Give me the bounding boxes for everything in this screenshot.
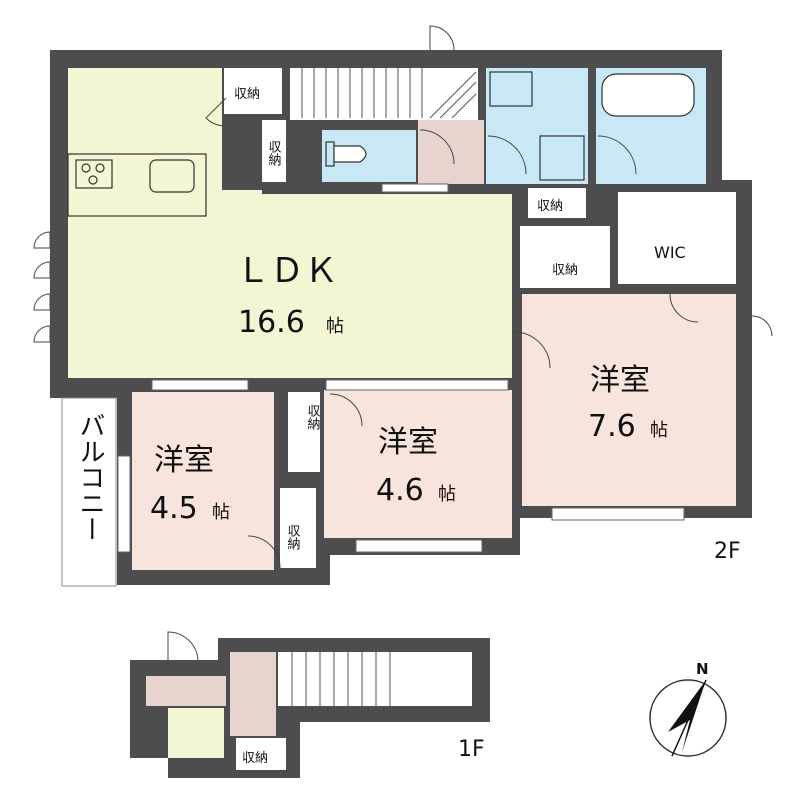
western-large-unit: 帖 xyxy=(650,420,668,441)
storage-ldk-side xyxy=(262,120,286,182)
room-western-large xyxy=(522,294,736,506)
western-small-name: 洋室 xyxy=(154,443,214,478)
ldk-unit: 帖 xyxy=(326,316,344,337)
washroom xyxy=(486,68,588,184)
compass-needle-icon xyxy=(668,680,706,752)
compass-north-label: N xyxy=(696,660,709,678)
entry-door-1f xyxy=(167,631,199,661)
floor-2f-label: 2F xyxy=(714,539,741,564)
storage-label-west-mid: 収納 xyxy=(305,404,321,431)
walk-in-closet xyxy=(618,192,736,284)
room-ldk xyxy=(68,68,512,378)
storage-label-ldk-side: 収納 xyxy=(266,140,282,167)
western-small-size: 4.5 xyxy=(150,491,198,526)
storage-west-small xyxy=(280,488,316,568)
room-western-mid xyxy=(324,390,512,538)
window-strips-2f xyxy=(117,183,685,553)
door-swings-2f xyxy=(205,97,773,569)
compass-axis xyxy=(671,679,707,757)
wash-basin xyxy=(539,135,585,181)
stove-icon xyxy=(75,159,113,189)
stair-treads-1f xyxy=(291,652,391,706)
storage-label-ldk-top: 収納 xyxy=(234,87,260,102)
floor-1f: 収納 1F xyxy=(130,631,490,778)
compass: N xyxy=(649,660,727,757)
bathtub xyxy=(601,73,695,117)
floor-2f: ＬＤＫ 16.6 帖 洋室 7.6 帖 洋室 4.6 帖 洋室 4.5 帖 バル… xyxy=(33,25,773,587)
entrance-step xyxy=(168,708,224,758)
sink-icon xyxy=(149,159,195,193)
storage-1f xyxy=(236,738,286,770)
balcony xyxy=(61,397,117,587)
hall-1f xyxy=(230,652,276,736)
western-mid-size: 4.6 xyxy=(376,473,424,508)
storage-wash xyxy=(528,188,586,218)
room-western-small xyxy=(132,392,274,570)
staircase-2f xyxy=(290,68,478,120)
storage-label-wash: 収納 xyxy=(537,199,563,214)
storage-west-mid xyxy=(288,392,320,472)
ldk-size: 16.6 xyxy=(238,305,305,340)
storage-label-mid: 収納 xyxy=(552,263,578,278)
floor-1f-label: 1F xyxy=(458,737,485,762)
storage-label-west-small: 収納 xyxy=(285,524,301,551)
storage-label-1f: 収納 xyxy=(242,751,268,766)
western-mid-name: 洋室 xyxy=(378,425,438,460)
toilet-bowl xyxy=(333,145,367,163)
western-small-unit: 帖 xyxy=(212,502,230,523)
storage-ldk-top xyxy=(224,68,282,114)
staircase-1f xyxy=(278,652,472,706)
ldk-side-windows xyxy=(33,231,51,343)
western-large-size: 7.6 xyxy=(588,409,636,444)
western-mid-unit: 帖 xyxy=(438,484,456,505)
entrance-1f xyxy=(146,676,226,706)
kitchen-counter xyxy=(67,153,207,217)
hall-2f xyxy=(418,120,484,184)
wic-label: WIC xyxy=(654,243,686,262)
stair-treads-2f xyxy=(301,68,477,119)
ldk-name: ＬＤＫ xyxy=(236,251,338,291)
western-large-name: 洋室 xyxy=(590,363,650,398)
storage-mid xyxy=(520,226,610,288)
stair-door xyxy=(429,25,455,51)
balcony-label: バルコニー xyxy=(75,412,105,542)
washing-machine xyxy=(489,71,533,107)
